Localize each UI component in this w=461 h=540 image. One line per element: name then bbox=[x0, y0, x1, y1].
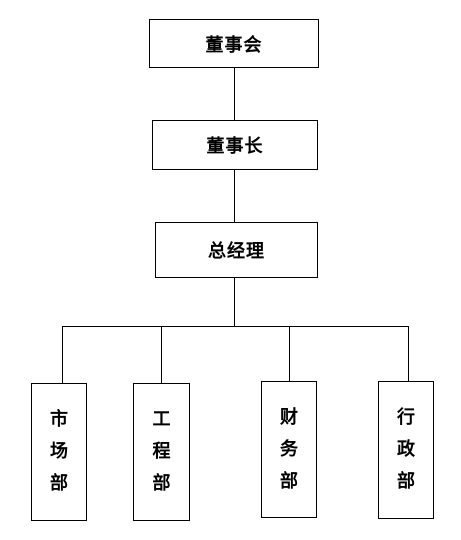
department-char: 场 bbox=[50, 441, 68, 462]
general-manager-box: 总经理 bbox=[155, 222, 318, 278]
connector-chairman-gm bbox=[234, 169, 235, 223]
chairman-box: 董事长 bbox=[152, 120, 318, 170]
connector-bus-admin bbox=[408, 326, 409, 382]
connector-bus-horizontal bbox=[62, 326, 409, 327]
connector-gm-bus bbox=[234, 277, 235, 327]
department-char: 财 bbox=[280, 406, 298, 428]
general-manager-label: 总经理 bbox=[208, 241, 265, 262]
department-char: 行 bbox=[397, 407, 415, 428]
connector-bus-finance bbox=[289, 326, 290, 382]
department-box-engineering: 工 程 部 bbox=[133, 383, 190, 521]
department-char: 部 bbox=[50, 473, 68, 494]
department-box-finance: 财 务 部 bbox=[261, 381, 317, 518]
board-box: 董事会 bbox=[149, 19, 319, 68]
department-char: 务 bbox=[280, 438, 298, 460]
department-box-admin: 行 政 部 bbox=[378, 381, 434, 519]
connector-bus-marketing bbox=[62, 326, 63, 384]
connector-bus-engineering bbox=[161, 326, 162, 384]
department-box-marketing: 市 场 部 bbox=[31, 383, 87, 521]
department-char: 部 bbox=[397, 471, 415, 492]
department-char: 工 bbox=[152, 409, 171, 430]
board-label: 董事会 bbox=[205, 34, 263, 56]
department-char: 程 bbox=[152, 441, 171, 462]
department-char: 部 bbox=[152, 473, 171, 494]
connector-board-chairman bbox=[234, 67, 235, 121]
chairman-label: 董事长 bbox=[206, 136, 264, 157]
department-char: 政 bbox=[397, 439, 415, 460]
department-char: 市 bbox=[50, 409, 68, 430]
department-char: 部 bbox=[280, 470, 298, 492]
